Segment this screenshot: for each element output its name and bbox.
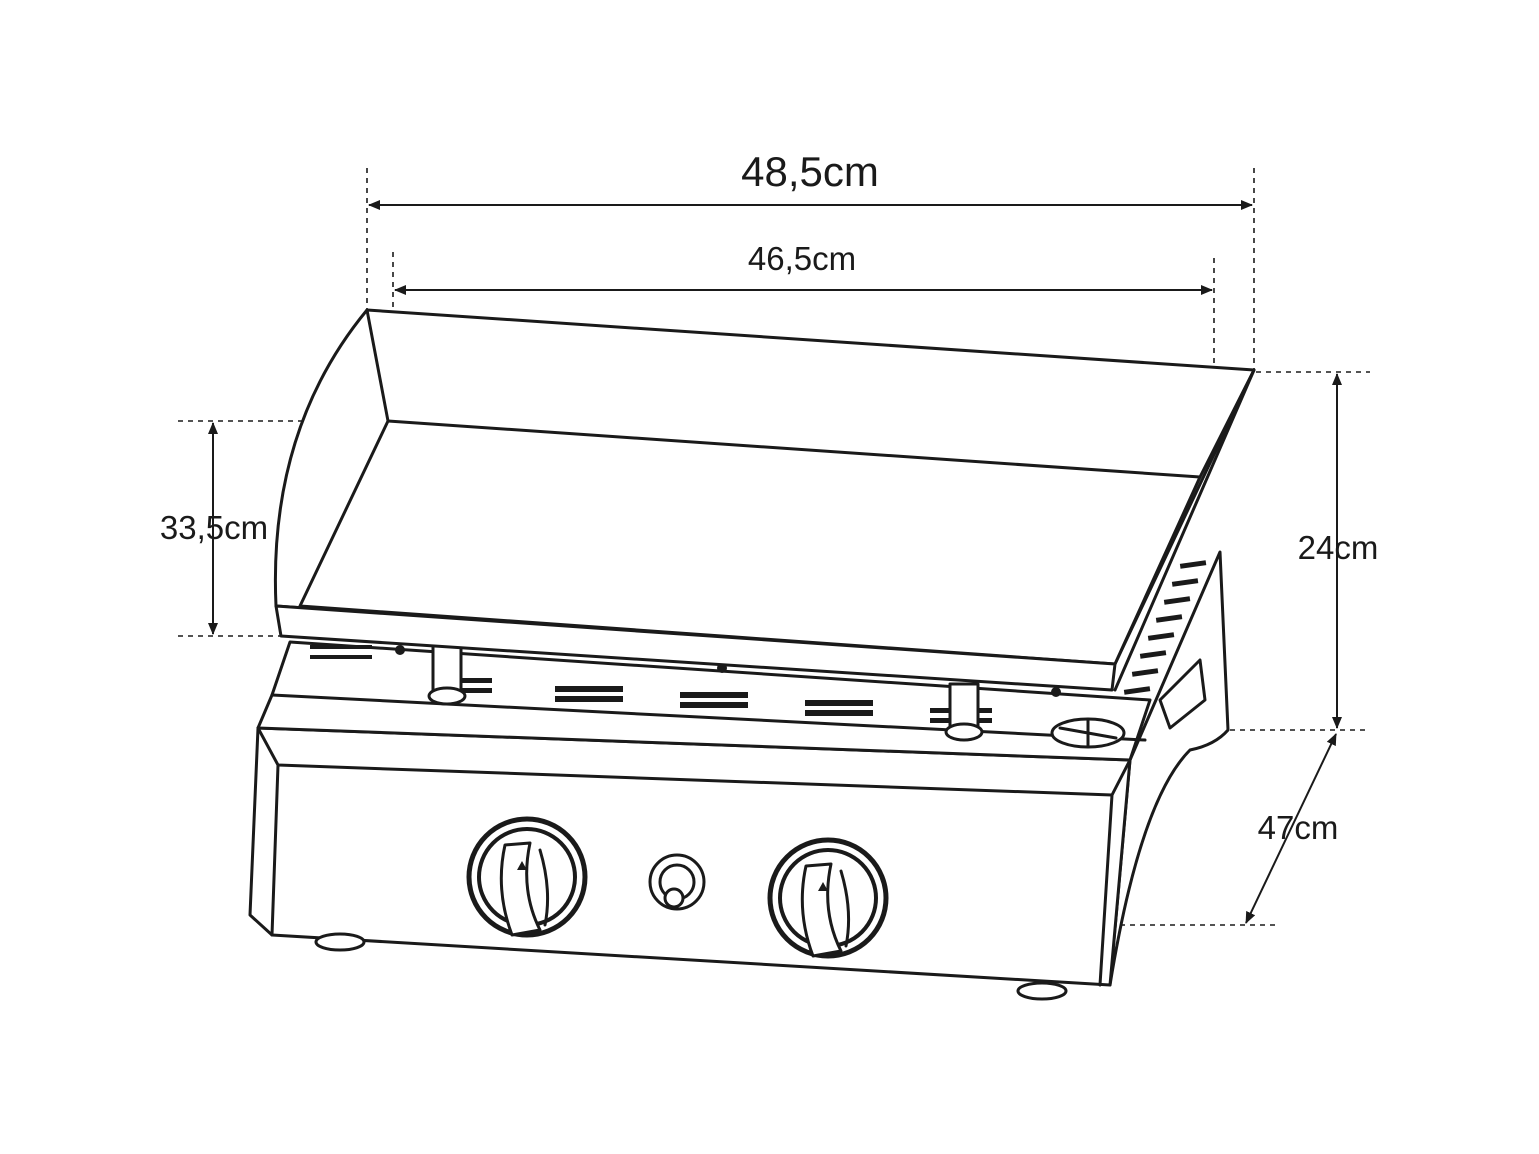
- foot: [1016, 981, 1068, 1001]
- cooking-plate: [273, 308, 1256, 692]
- label-height: 24cm: [1297, 529, 1379, 566]
- dimension-overall-width: [366, 168, 1255, 370]
- grill-base: [248, 550, 1230, 1001]
- label-plate-width: 46,5cm: [747, 240, 857, 277]
- igniter-button: [648, 853, 706, 911]
- control-knob-right: [767, 837, 889, 959]
- dimension-height: [1230, 371, 1370, 731]
- label-depth: 47cm: [1257, 809, 1339, 846]
- plate-supports: [427, 644, 984, 742]
- label-overall-width: 48,5cm: [741, 148, 879, 195]
- foot: [314, 932, 366, 952]
- label-plate-depth: 33,5cm: [159, 509, 269, 546]
- control-knob-left: [466, 816, 588, 938]
